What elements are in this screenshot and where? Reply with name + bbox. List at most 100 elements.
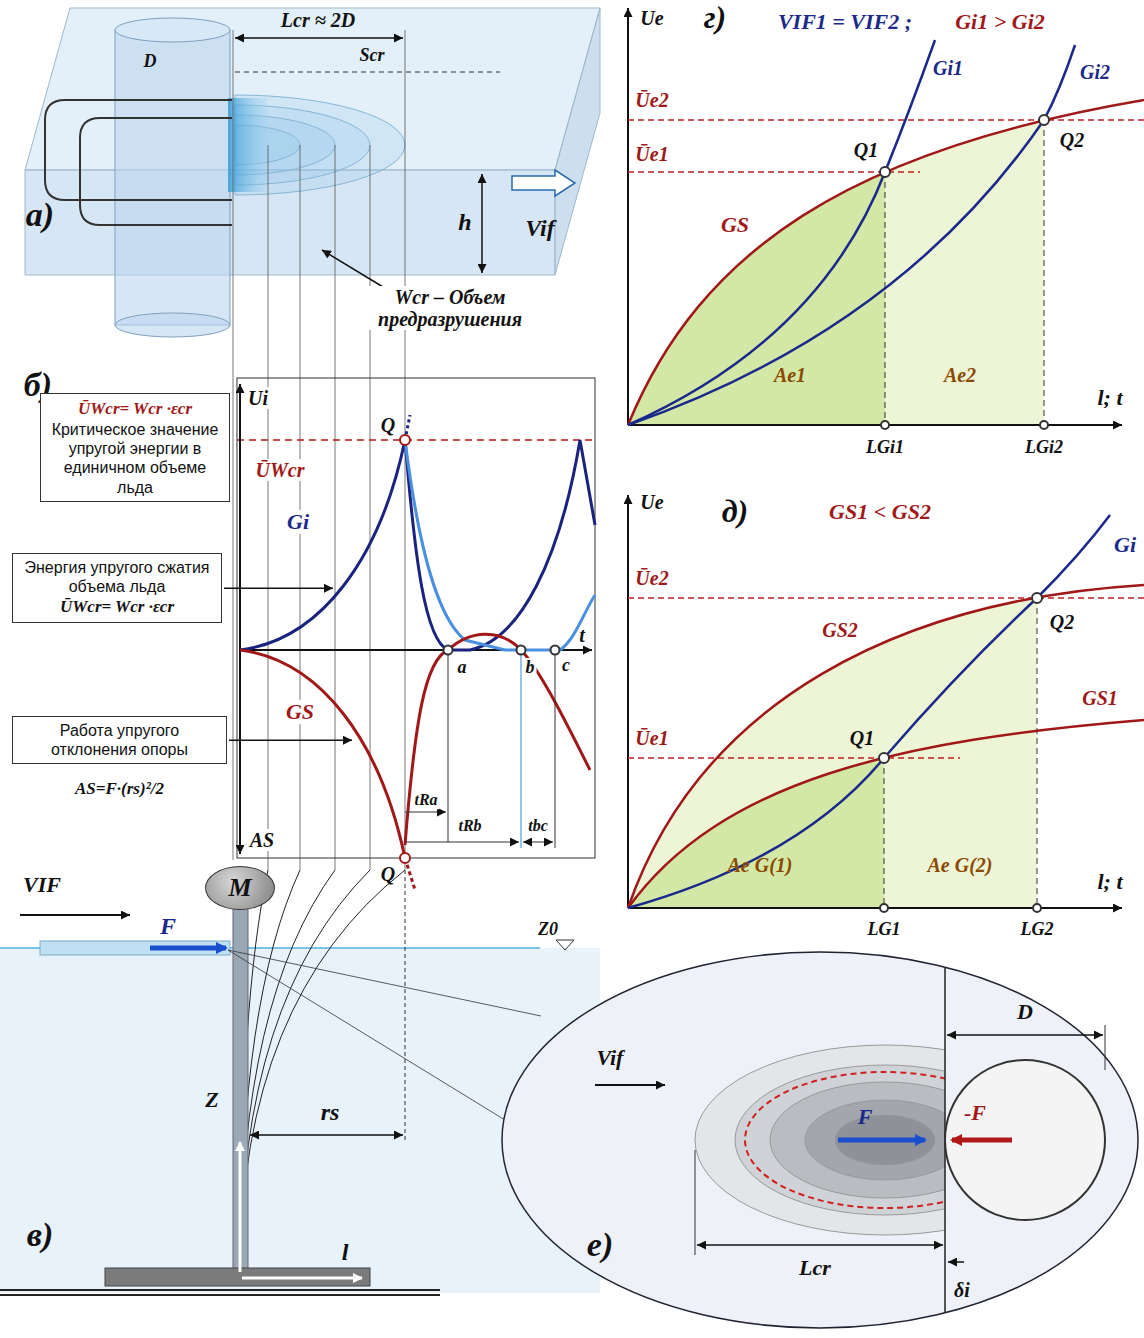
gi-curve <box>240 440 405 650</box>
diagram-label: Gi1 <box>931 57 965 79</box>
l-axis <box>242 1277 362 1280</box>
contact-zone <box>228 98 268 192</box>
text-box: Энергия упругого сжатия объема льдаŪWcr=… <box>12 553 222 623</box>
diagram-label: F <box>856 1105 875 1129</box>
pile-cylinder <box>115 30 230 325</box>
dashed-levels <box>1044 120 1045 425</box>
hairpin-wire <box>45 100 232 200</box>
gi-curve <box>405 440 595 650</box>
leader-line <box>229 739 352 741</box>
time-markers <box>521 650 522 848</box>
diagram-label: е) <box>585 1226 615 1263</box>
diagram-label: Lcr <box>797 1256 833 1280</box>
time-markers <box>405 812 446 813</box>
time-markers <box>405 842 519 843</box>
diagram-label: l; t <box>1095 870 1124 894</box>
panel-frame <box>237 378 595 858</box>
guide-lines <box>233 30 234 860</box>
gi-curve <box>405 440 595 650</box>
diagram-label: rs <box>319 1099 342 1125</box>
force-arrow <box>150 946 226 951</box>
point-marker <box>880 904 888 912</box>
diagram-label: a) <box>24 196 56 233</box>
mass-ellipse: M <box>205 866 275 910</box>
point-marker <box>444 646 453 655</box>
gs-curve <box>240 634 590 890</box>
diagram-label: -F <box>962 1101 988 1125</box>
diagram-label: l <box>340 1239 351 1265</box>
dimension-tick <box>1105 1025 1106 1070</box>
diagram-label: GS2 <box>820 619 860 641</box>
diagram-label: LGi2 <box>1023 438 1065 458</box>
callout-ellipse <box>502 952 1138 1328</box>
gi-curve <box>628 515 1110 908</box>
diagram-label: Lcr ≈ 2D <box>279 9 357 31</box>
dashed-levels <box>628 597 1144 599</box>
diagram-label: h <box>456 209 473 235</box>
diagram-label: tRa <box>412 791 439 809</box>
diagram-label: Gi2 <box>1078 61 1112 83</box>
box-text: Работа упругого отклонения опоры <box>12 716 227 764</box>
z-axis <box>239 1142 242 1272</box>
diagram-label: l; t <box>1095 386 1124 410</box>
diagram-label: D <box>1015 1000 1035 1024</box>
dashed-levels <box>628 171 920 173</box>
diagram-label: Ūe2 <box>633 89 670 111</box>
diagram-label: a <box>456 658 469 678</box>
gs-curve <box>628 100 1144 425</box>
point-marker <box>880 115 1049 429</box>
diagram-label: LGi1 <box>864 438 906 458</box>
diagram-label: Ue <box>638 491 665 513</box>
time-markers <box>555 650 556 848</box>
reaction-arrow <box>952 1138 1012 1143</box>
point-marker <box>517 646 526 655</box>
ground <box>0 1289 440 1291</box>
diagram-label: t <box>577 624 587 646</box>
diagram-label: Ae2 <box>942 364 978 386</box>
diagram-label: г) <box>702 0 728 35</box>
point-marker <box>1032 593 1042 603</box>
pile-cylinder <box>115 313 230 337</box>
diagram-label: b <box>524 658 537 678</box>
ice-slab <box>25 8 600 275</box>
force-arrow <box>838 1138 925 1143</box>
formula-text: ŪWcr= Wcr ·εcr <box>19 596 215 618</box>
diagram-label: Ūe1 <box>633 143 670 165</box>
base-plate <box>105 1268 370 1286</box>
lcr-dimension <box>697 1244 943 1246</box>
axis <box>627 495 629 908</box>
lcr-dimension <box>235 37 403 39</box>
diagram-label: GS <box>719 213 751 237</box>
axis <box>628 907 1122 909</box>
stress-zones <box>745 1072 945 1208</box>
diagram-label: в) <box>25 1216 56 1253</box>
gi1-curve <box>628 40 935 425</box>
pile-mast <box>233 880 248 1275</box>
stress-zones <box>695 1045 945 1235</box>
diagram-label: LG1 <box>866 920 903 940</box>
point-marker <box>879 753 889 763</box>
diagram-label: Ae G(2) <box>926 854 995 876</box>
point-marker <box>879 593 1042 912</box>
axis <box>239 384 241 854</box>
diagram-label: F <box>158 913 178 939</box>
gi-curve <box>240 415 595 650</box>
point-marker <box>1040 421 1048 429</box>
guide-lines <box>233 30 405 870</box>
box-text: M <box>228 873 251 903</box>
diagram-label: Scr <box>357 46 386 66</box>
point-marker <box>1033 904 1041 912</box>
diagram-label: c <box>560 656 572 676</box>
stress-zones <box>695 1045 945 1235</box>
diagram-label: Vif <box>595 1046 626 1070</box>
point-marker <box>1039 115 1049 125</box>
callout-lines <box>228 950 541 1016</box>
hairpin-wire <box>80 118 232 225</box>
velocity-arrow <box>595 1084 665 1086</box>
diagram-label: Ae G(1) <box>726 854 795 876</box>
gs1-curve <box>628 720 1144 908</box>
ice-slab <box>555 8 600 275</box>
dashed-levels <box>628 598 1144 908</box>
h-dimension <box>481 174 483 273</box>
